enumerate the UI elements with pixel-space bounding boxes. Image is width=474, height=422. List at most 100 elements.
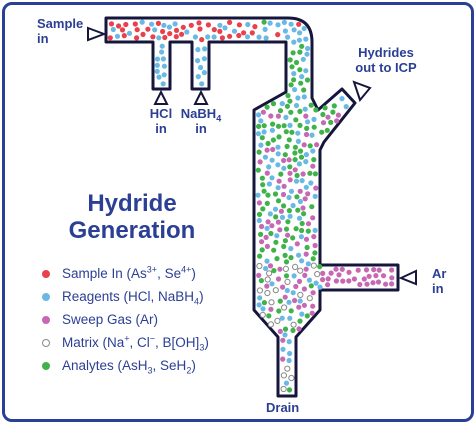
analyte-particle bbox=[299, 220, 305, 227]
legend-label: Reagents (HCl, NaBH4) bbox=[62, 289, 204, 307]
reagent-particle bbox=[255, 131, 261, 137]
analyte-particle bbox=[309, 204, 315, 210]
analyte-particle bbox=[285, 219, 291, 225]
reagent-particle bbox=[291, 27, 297, 33]
sweep-gas-particle bbox=[375, 279, 382, 285]
sweep-gas-particle bbox=[336, 272, 342, 278]
analyte-particle bbox=[322, 105, 328, 111]
reagent-particle bbox=[201, 70, 207, 76]
sweep-gas-particle bbox=[364, 281, 370, 287]
sample-in-label-line1: Sample bbox=[37, 16, 84, 31]
reagent-particle bbox=[269, 127, 275, 133]
matrix-particle bbox=[256, 287, 263, 294]
analyte-particle bbox=[261, 300, 267, 306]
reagent-particle bbox=[149, 21, 155, 27]
sample-particle bbox=[188, 22, 194, 28]
analyte-particle bbox=[324, 127, 330, 133]
reagent-particle bbox=[198, 64, 204, 71]
sweep-gas-particle bbox=[275, 113, 281, 119]
legend-item: Sweep Gas (Ar) bbox=[42, 308, 209, 331]
sample-particle bbox=[196, 20, 202, 26]
matrix-particle bbox=[264, 289, 271, 297]
sweep-gas-particle bbox=[312, 242, 318, 249]
sweep-gas-particle bbox=[305, 221, 312, 227]
sweep-gas-particle bbox=[275, 276, 282, 282]
analyte-particle bbox=[299, 227, 305, 234]
sweep-gas-particle bbox=[296, 326, 302, 332]
reagent-particle bbox=[297, 198, 303, 205]
sample-particle bbox=[155, 20, 161, 26]
title-line1: Hydride bbox=[87, 190, 177, 217]
reagent-particle bbox=[264, 258, 270, 264]
sweep-gas-particle bbox=[269, 223, 275, 229]
reagent-particle bbox=[262, 26, 268, 32]
sample-particle bbox=[197, 26, 203, 32]
analyte-particle bbox=[288, 308, 294, 314]
sweep-gas-particle bbox=[280, 284, 286, 290]
sample-particle bbox=[123, 21, 129, 28]
analyte-particle bbox=[287, 98, 293, 104]
sample-particle bbox=[162, 34, 168, 41]
analyte-particle bbox=[282, 152, 288, 158]
hydrides-label-line1: Hydrides bbox=[358, 45, 414, 60]
matrix-particle bbox=[274, 317, 281, 324]
sweep-gas-particle bbox=[265, 219, 271, 225]
analyte-particle bbox=[288, 109, 294, 115]
sample-particle bbox=[132, 21, 138, 27]
reagent-particle bbox=[296, 215, 303, 221]
sweep-gas-particle bbox=[340, 278, 346, 284]
sweep-gas-particle bbox=[296, 304, 302, 310]
legend-label: Sample In (As3+, Se4+) bbox=[62, 264, 196, 281]
reagent-particle bbox=[275, 185, 281, 191]
matrix-particle bbox=[297, 267, 304, 274]
matrix-particle bbox=[272, 287, 279, 294]
reagent-particle bbox=[293, 178, 300, 184]
reagent-particle bbox=[303, 184, 309, 190]
reagent-particle bbox=[293, 102, 300, 109]
hydrides-label-line2: out to ICP bbox=[355, 60, 417, 75]
reagent-particle bbox=[263, 35, 269, 41]
reagent-particle bbox=[291, 71, 297, 77]
analyte-particle bbox=[264, 200, 270, 206]
sweep-gas-particle bbox=[389, 267, 395, 273]
legend-label: Matrix (Na+, Cl−, B[OH]3) bbox=[62, 333, 209, 353]
analyte-particle bbox=[255, 167, 261, 173]
analyte-particle bbox=[258, 278, 264, 284]
reagent-particle bbox=[313, 280, 319, 286]
sweep-gas-particle bbox=[310, 303, 316, 309]
matrix-particle bbox=[280, 372, 287, 379]
reagent-particle bbox=[296, 252, 302, 258]
analyte-particle bbox=[271, 268, 277, 274]
nabh4-label-line1: NaBH4 bbox=[180, 106, 222, 124]
reagent-particle bbox=[152, 27, 158, 33]
reagent-particle bbox=[301, 94, 307, 100]
reagent-particle bbox=[303, 159, 309, 165]
sample-particle bbox=[205, 22, 211, 28]
analyte-particle bbox=[283, 273, 290, 279]
sweep-gas-particle bbox=[264, 170, 270, 176]
analyte-particle bbox=[289, 129, 295, 135]
analyte-particle bbox=[265, 192, 271, 198]
analyte-particle bbox=[292, 150, 298, 156]
sweep-gas-particle bbox=[278, 208, 284, 214]
analyte-particle bbox=[276, 134, 282, 140]
sample-particle bbox=[121, 33, 127, 39]
reagent-particle bbox=[310, 148, 316, 154]
analyte-particle bbox=[281, 203, 287, 209]
nabh4-label-line2: in bbox=[195, 121, 207, 136]
reagent-particle bbox=[283, 114, 289, 120]
ar-label-line2: in bbox=[432, 281, 444, 296]
sweep-gas-particle bbox=[285, 232, 291, 238]
reagent-particle bbox=[205, 34, 211, 40]
legend-label: Analytes (AsH3, SeH2) bbox=[62, 358, 196, 376]
analyte-particle bbox=[311, 124, 317, 130]
reagent-particle bbox=[258, 118, 264, 124]
reagent-particle bbox=[279, 315, 285, 321]
reagent-particle bbox=[244, 34, 251, 40]
sweep-gas-particle bbox=[267, 263, 274, 269]
analyte-particle bbox=[293, 59, 300, 66]
sweep-gas-particle bbox=[355, 267, 361, 273]
reagent-particle bbox=[192, 34, 198, 40]
analyte-particle bbox=[328, 119, 334, 125]
reagent-particle bbox=[290, 202, 296, 209]
